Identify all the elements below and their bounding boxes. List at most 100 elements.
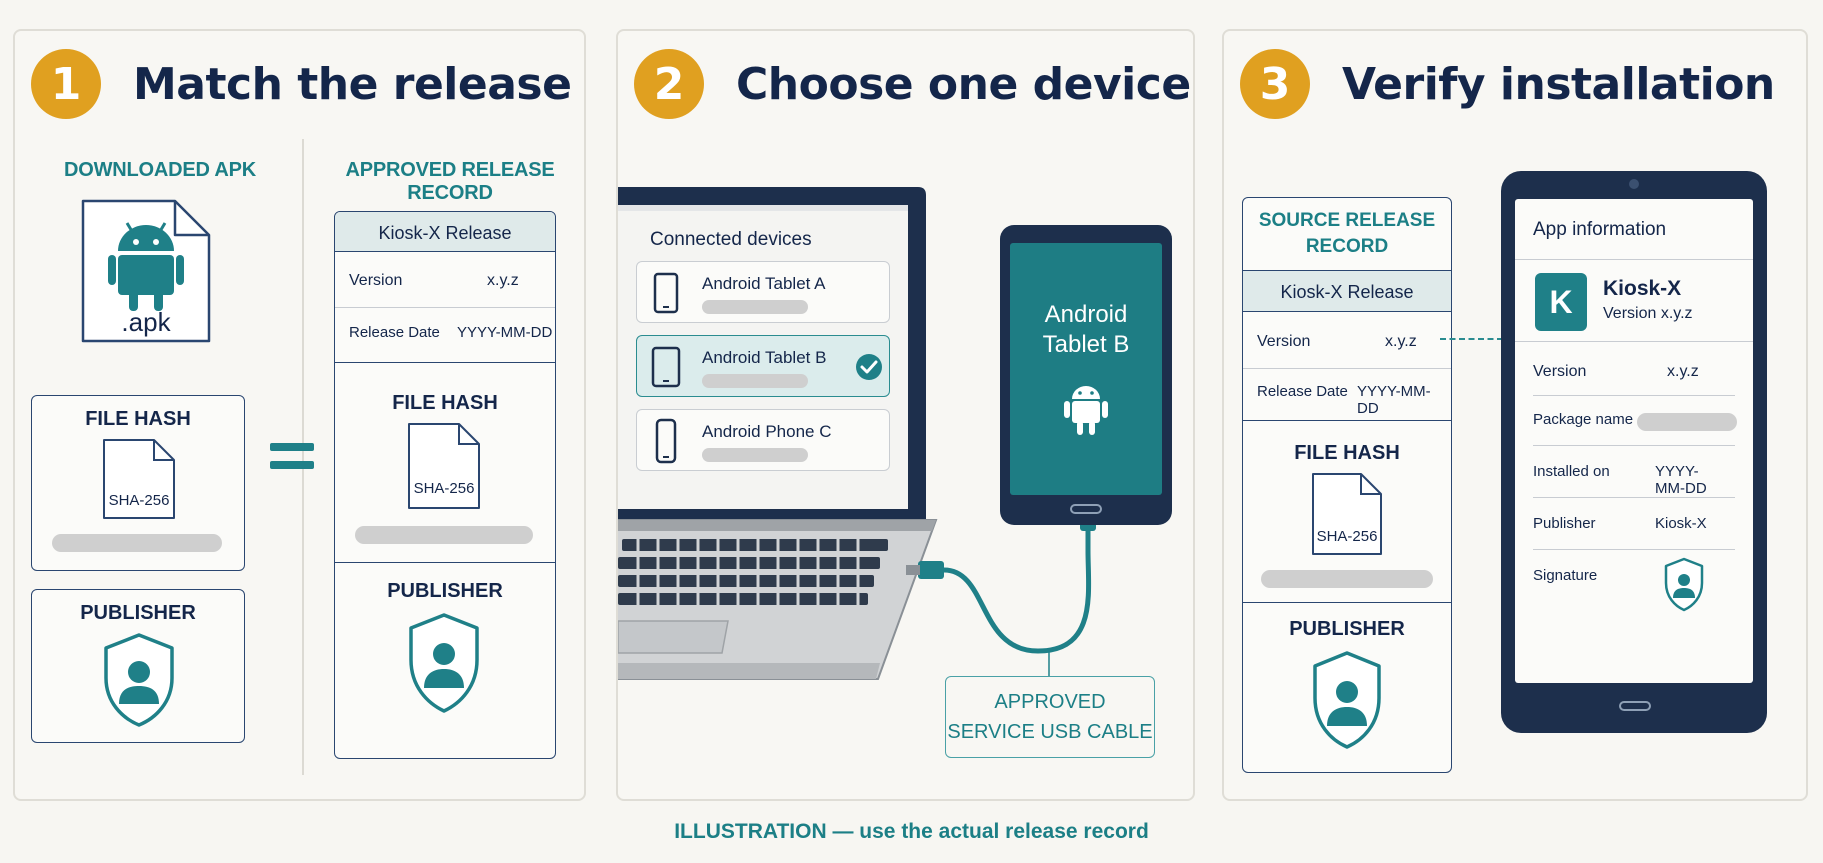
source-version-label: Version	[1257, 333, 1311, 350]
version-match-connector	[1440, 338, 1522, 340]
source-date-value: YYYY-MM-DD	[1357, 383, 1431, 417]
downloaded-publisher-box: PUBLISHER	[31, 589, 245, 743]
step-2-title: Choose one device	[736, 58, 1191, 110]
record-title: Kiosk-X Release	[378, 223, 512, 243]
tablet-screen-line2: Tablet B	[1042, 331, 1130, 358]
downloaded-file-hash-box: FILE HASH SHA-256	[31, 395, 245, 571]
step-1-number: 1	[31, 49, 101, 119]
source-record-title: Kiosk-X Release	[1280, 282, 1414, 302]
source-release-record: SOURCE RELEASE RECORD Kiosk-X Release Ve…	[1242, 197, 1452, 773]
phone-icon	[655, 418, 677, 464]
hash-algo: SHA-256	[108, 492, 170, 509]
app-version: Version x.y.z	[1603, 305, 1693, 322]
app-info-header: App information	[1533, 219, 1667, 240]
step-1-title: Match the release	[133, 58, 572, 110]
info-package-label: Package name	[1533, 411, 1634, 428]
source-record-label-line1: SOURCE RELEASE	[1258, 210, 1436, 231]
android-tablet-b: Android Tablet B	[1000, 225, 1172, 525]
publisher-shield-icon	[104, 633, 174, 727]
device-name: Android Tablet A	[702, 274, 826, 293]
apk-file-icon	[81, 199, 211, 343]
record-divider	[335, 362, 555, 363]
source-file-hash-label: FILE HASH	[1294, 442, 1400, 464]
installed-tablet: App information K Kiosk-X Version x.y.z …	[1501, 171, 1767, 733]
downloaded-apk-label: DOWNLOADED APK	[63, 159, 256, 181]
record-divider	[335, 562, 555, 563]
app-icon-letter: K	[1549, 284, 1573, 320]
record-version-value: x.y.z	[487, 272, 519, 289]
cable-label-line1: APPROVED	[994, 691, 1106, 713]
tablet-screen: Android Tablet B	[1010, 243, 1162, 495]
record-header	[335, 212, 555, 252]
app-info-screen: App information K Kiosk-X Version x.y.z …	[1515, 199, 1753, 683]
apk-file: .apk	[81, 199, 211, 343]
device-name: Android Phone C	[702, 422, 832, 441]
hash-document-icon	[103, 439, 175, 519]
source-hash-algo: SHA-256	[1316, 528, 1378, 545]
approved-release-record: Kiosk-X Release Version x.y.z Release Da…	[334, 211, 556, 759]
info-divider	[1533, 395, 1735, 396]
publisher-label: PUBLISHER	[80, 602, 196, 624]
record-publisher-shield-icon	[409, 613, 479, 713]
record-version-label: Version	[349, 272, 403, 289]
step-3-header: 3 Verify installation	[1240, 49, 1775, 119]
record-date-label: Release Date	[349, 324, 440, 341]
source-publisher-label: PUBLISHER	[1289, 618, 1405, 640]
device-item-tablet-b[interactable]: Android Tablet B	[636, 335, 890, 397]
column-divider	[302, 139, 304, 775]
info-installed-value: YYYY-MM-DD	[1655, 463, 1707, 497]
info-divider	[1533, 497, 1735, 498]
source-divider	[1243, 602, 1451, 603]
source-record-header	[1243, 270, 1451, 312]
info-version-label: Version	[1533, 363, 1587, 380]
device-item-tablet-a[interactable]: Android Tablet A	[636, 261, 890, 323]
record-hash-placeholder-bar	[355, 526, 533, 544]
step-1-header: 1 Match the release	[31, 49, 572, 119]
panel-verify-installation: 3 Verify installation SOURCE RELEASE REC…	[1222, 29, 1808, 801]
apk-extension: .apk	[121, 307, 171, 337]
info-publisher-value: Kiosk-X	[1655, 515, 1707, 532]
panel-match-release: 1 Match the release DOWNLOADED APK .apk	[13, 29, 586, 801]
source-hash-document-icon	[1312, 473, 1382, 555]
step-3-title: Verify installation	[1342, 58, 1775, 110]
step-3-number: 3	[1240, 49, 1310, 119]
device-item-phone-c[interactable]: Android Phone C	[636, 409, 890, 471]
app-info-divider	[1515, 259, 1753, 260]
source-divider	[1243, 368, 1451, 369]
signature-shield-icon	[1664, 557, 1704, 612]
tablet-home-button	[1619, 701, 1651, 711]
step-2-number: 2	[634, 49, 704, 119]
app-name: Kiosk-X	[1603, 277, 1682, 300]
app-icon: K	[1535, 273, 1587, 331]
tablet-icon	[651, 346, 681, 388]
source-divider	[1243, 420, 1451, 421]
info-signature-label: Signature	[1533, 567, 1598, 584]
source-publisher-shield-icon	[1313, 651, 1381, 749]
approved-release-label: APPROVED RELEASE RECORD	[345, 159, 555, 204]
app-info-divider	[1515, 341, 1753, 342]
tablet-icon	[653, 272, 679, 314]
source-hash-placeholder-bar	[1261, 570, 1433, 588]
connected-devices-title: Connected devices	[650, 229, 812, 250]
hash-placeholder-bar	[52, 534, 222, 552]
tablet-camera	[1629, 179, 1639, 189]
panel-choose-device: 2 Choose one device	[616, 29, 1195, 801]
info-version-value: x.y.z	[1667, 363, 1699, 380]
package-name-placeholder	[1637, 413, 1737, 431]
record-hash-algo: SHA-256	[413, 480, 475, 497]
step-2-header: 2 Choose one device	[634, 49, 1191, 119]
record-hash-document-icon	[408, 423, 480, 509]
tablet-screen-line1: Android	[1044, 301, 1128, 328]
info-publisher-label: Publisher	[1533, 515, 1596, 532]
info-installed-label: Installed on	[1533, 463, 1610, 480]
source-date-label: Release Date	[1257, 383, 1348, 400]
device-name: Android Tablet B	[702, 348, 827, 367]
device-detail-placeholder	[702, 448, 808, 462]
illustration-footer: ILLUSTRATION — use the actual release re…	[674, 820, 1149, 843]
connected-devices-list: Connected devices Android Tablet A Andro…	[618, 211, 908, 507]
device-detail-placeholder	[702, 300, 808, 314]
info-divider	[1533, 445, 1735, 446]
source-version-value: x.y.z	[1385, 333, 1417, 350]
record-file-hash-label: FILE HASH	[392, 392, 498, 414]
device-detail-placeholder	[702, 374, 808, 388]
